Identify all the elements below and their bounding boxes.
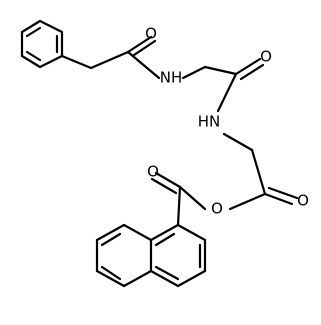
- nitrogen-label: HN: [198, 113, 221, 131]
- amide-2: [216, 57, 265, 152]
- ester-group: [178, 148, 299, 211]
- naphthalene-ring: [95, 223, 207, 288]
- phenyl-ring: [20, 19, 64, 69]
- oxygen-label: O: [260, 48, 272, 66]
- nitrogen-label: NH: [160, 69, 183, 87]
- oxygen-label: O: [147, 163, 159, 181]
- ketone-group: [150, 171, 182, 227]
- oxygen-label: O: [211, 200, 223, 218]
- oxygen-label: O: [297, 192, 309, 210]
- amide-1: [126, 35, 238, 80]
- benzyl-linker: [60, 50, 130, 70]
- oxygen-label: O: [145, 25, 157, 43]
